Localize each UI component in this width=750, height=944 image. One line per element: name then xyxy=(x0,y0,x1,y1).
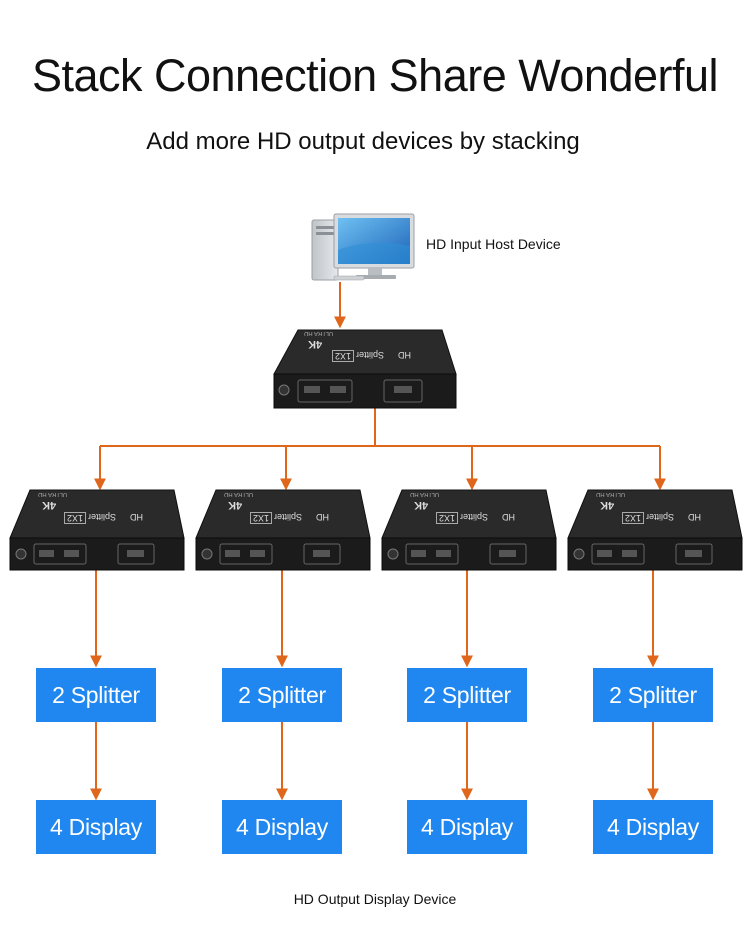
device-ports: 1X2 xyxy=(250,512,273,524)
device-tag: ULTRA HD xyxy=(304,330,334,336)
device-ports: 1X2 xyxy=(64,512,87,524)
display-box-4: 4 Display xyxy=(593,800,713,854)
device-brand: HD xyxy=(316,512,329,522)
device-tag: ULTRA HD xyxy=(224,491,254,497)
device-model: Splitter xyxy=(460,512,489,522)
device-model: Splitter xyxy=(646,512,675,522)
device-ports: 1X2 xyxy=(332,350,355,362)
display-box-3: 4 Display xyxy=(407,800,527,854)
device-brand: HD xyxy=(398,350,411,360)
device-brand: HD xyxy=(688,512,701,522)
device-tag: ULTRA HD xyxy=(38,491,68,497)
main-splitter-device: HD Splitter 1X2 4K ULTRA HD xyxy=(270,328,460,410)
device-ports: 1X2 xyxy=(622,512,645,524)
host-device-label: HD Input Host Device xyxy=(426,236,561,252)
computer-icon xyxy=(310,210,418,282)
device-brand: HD xyxy=(502,512,515,522)
splitter-box-2: 2 Splitter xyxy=(222,668,342,722)
device-resolution: 4K xyxy=(228,499,243,511)
device-resolution: 4K xyxy=(308,338,323,350)
device-resolution: 4K xyxy=(414,499,429,511)
device-tag: ULTRA HD xyxy=(596,491,626,497)
page-title: Stack Connection Share Wonderful xyxy=(31,50,719,101)
device-ports: 1X2 xyxy=(436,512,459,524)
display-box-2: 4 Display xyxy=(222,800,342,854)
device-resolution: 4K xyxy=(600,499,615,511)
device-tag: ULTRA HD xyxy=(410,491,440,497)
splitter-box-1: 2 Splitter xyxy=(36,668,156,722)
output-device-label: HD Output Display Device xyxy=(293,891,457,907)
device-model: Splitter xyxy=(356,350,385,360)
page-subtitle: Add more HD output devices by stacking xyxy=(146,128,580,155)
device-model: Splitter xyxy=(274,512,303,522)
splitter-box-4: 2 Splitter xyxy=(593,668,713,722)
device-brand: HD xyxy=(130,512,143,522)
device-model: Splitter xyxy=(88,512,117,522)
device-resolution: 4K xyxy=(42,499,57,511)
display-box-1: 4 Display xyxy=(36,800,156,854)
splitter-box-3: 2 Splitter xyxy=(407,668,527,722)
